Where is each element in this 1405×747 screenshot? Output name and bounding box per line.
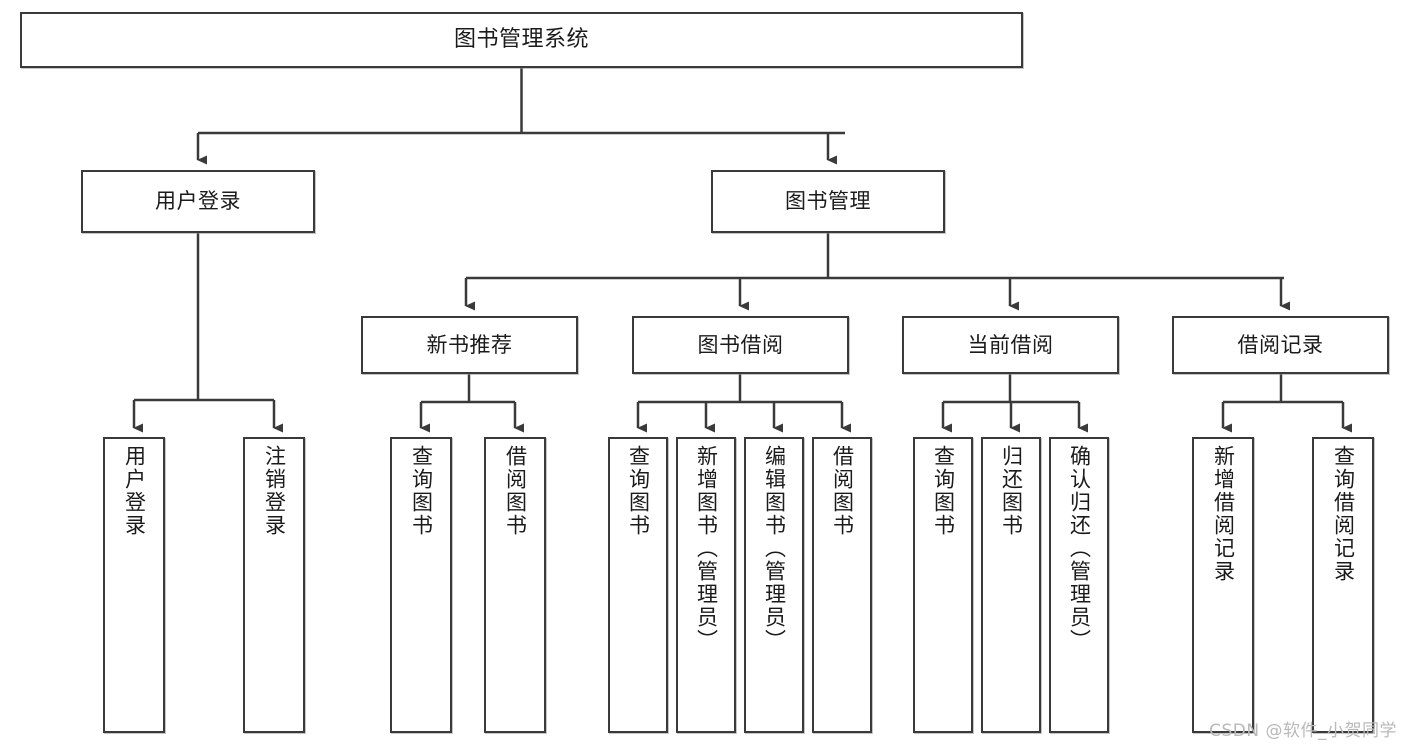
node-label-leaf-logout: 注销登录 (262, 445, 287, 537)
node-label-leaf-query-book-2: 查询图书 (626, 445, 651, 537)
node-leaf-add-record[interactable]: 新增借阅记录 (1192, 437, 1254, 733)
node-label-leaf-add-book: 新增图书（管理员） (694, 445, 719, 652)
node-leaf-borrow-book-2[interactable]: 借阅图书 (812, 437, 872, 733)
node-label-leaf-confirm-return: 确认归还（管理员） (1067, 445, 1092, 652)
node-root-system[interactable]: 图书管理系统 (20, 12, 1023, 68)
node-label-leaf-return-book: 归还图书 (999, 445, 1024, 537)
node-new-book-recommend[interactable]: 新书推荐 (361, 316, 578, 374)
node-user-login[interactable]: 用户登录 (81, 170, 315, 233)
node-leaf-borrow-book-1[interactable]: 借阅图书 (484, 437, 546, 733)
node-leaf-query-book-1[interactable]: 查询图书 (390, 437, 452, 733)
node-label-borrow-record: 借阅记录 (1237, 332, 1324, 357)
node-label-leaf-query-record: 查询借阅记录 (1331, 445, 1356, 583)
node-current-borrow[interactable]: 当前借阅 (902, 316, 1119, 374)
node-label-current-borrow: 当前借阅 (967, 332, 1054, 357)
node-label-book-manage: 图书管理 (785, 189, 871, 214)
node-book-manage[interactable]: 图书管理 (711, 170, 945, 233)
node-label-leaf-query-book-1: 查询图书 (409, 445, 434, 537)
node-leaf-confirm-return[interactable]: 确认归还（管理员） (1049, 437, 1109, 733)
node-leaf-logout[interactable]: 注销登录 (243, 437, 305, 733)
node-label-leaf-query-book-3: 查询图书 (931, 445, 956, 537)
node-leaf-add-book[interactable]: 新增图书（管理员） (676, 437, 736, 733)
node-label-leaf-borrow-book-2: 借阅图书 (830, 445, 855, 537)
node-leaf-user-login[interactable]: 用户登录 (103, 437, 165, 733)
node-leaf-query-record[interactable]: 查询借阅记录 (1312, 437, 1374, 733)
node-leaf-return-book[interactable]: 归还图书 (981, 437, 1041, 733)
node-label-new-book-recommend: 新书推荐 (426, 332, 513, 357)
csdn-watermark: CSDN @软件_小贺同学 (1209, 721, 1397, 741)
node-label-leaf-add-record: 新增借阅记录 (1211, 445, 1236, 583)
node-label-leaf-edit-book: 编辑图书（管理员） (762, 445, 787, 652)
node-label-user-login: 用户登录 (155, 189, 241, 214)
node-label-book-borrow: 图书借阅 (697, 332, 784, 357)
node-label-root: 图书管理系统 (453, 27, 589, 53)
node-leaf-edit-book[interactable]: 编辑图书（管理员） (744, 437, 804, 733)
node-borrow-record[interactable]: 借阅记录 (1172, 316, 1389, 374)
node-book-borrow[interactable]: 图书借阅 (632, 316, 849, 374)
node-leaf-query-book-2[interactable]: 查询图书 (608, 437, 668, 733)
node-leaf-query-book-3[interactable]: 查询图书 (913, 437, 973, 733)
node-label-leaf-borrow-book-1: 借阅图书 (503, 445, 528, 537)
node-label-leaf-user-login: 用户登录 (122, 445, 147, 537)
